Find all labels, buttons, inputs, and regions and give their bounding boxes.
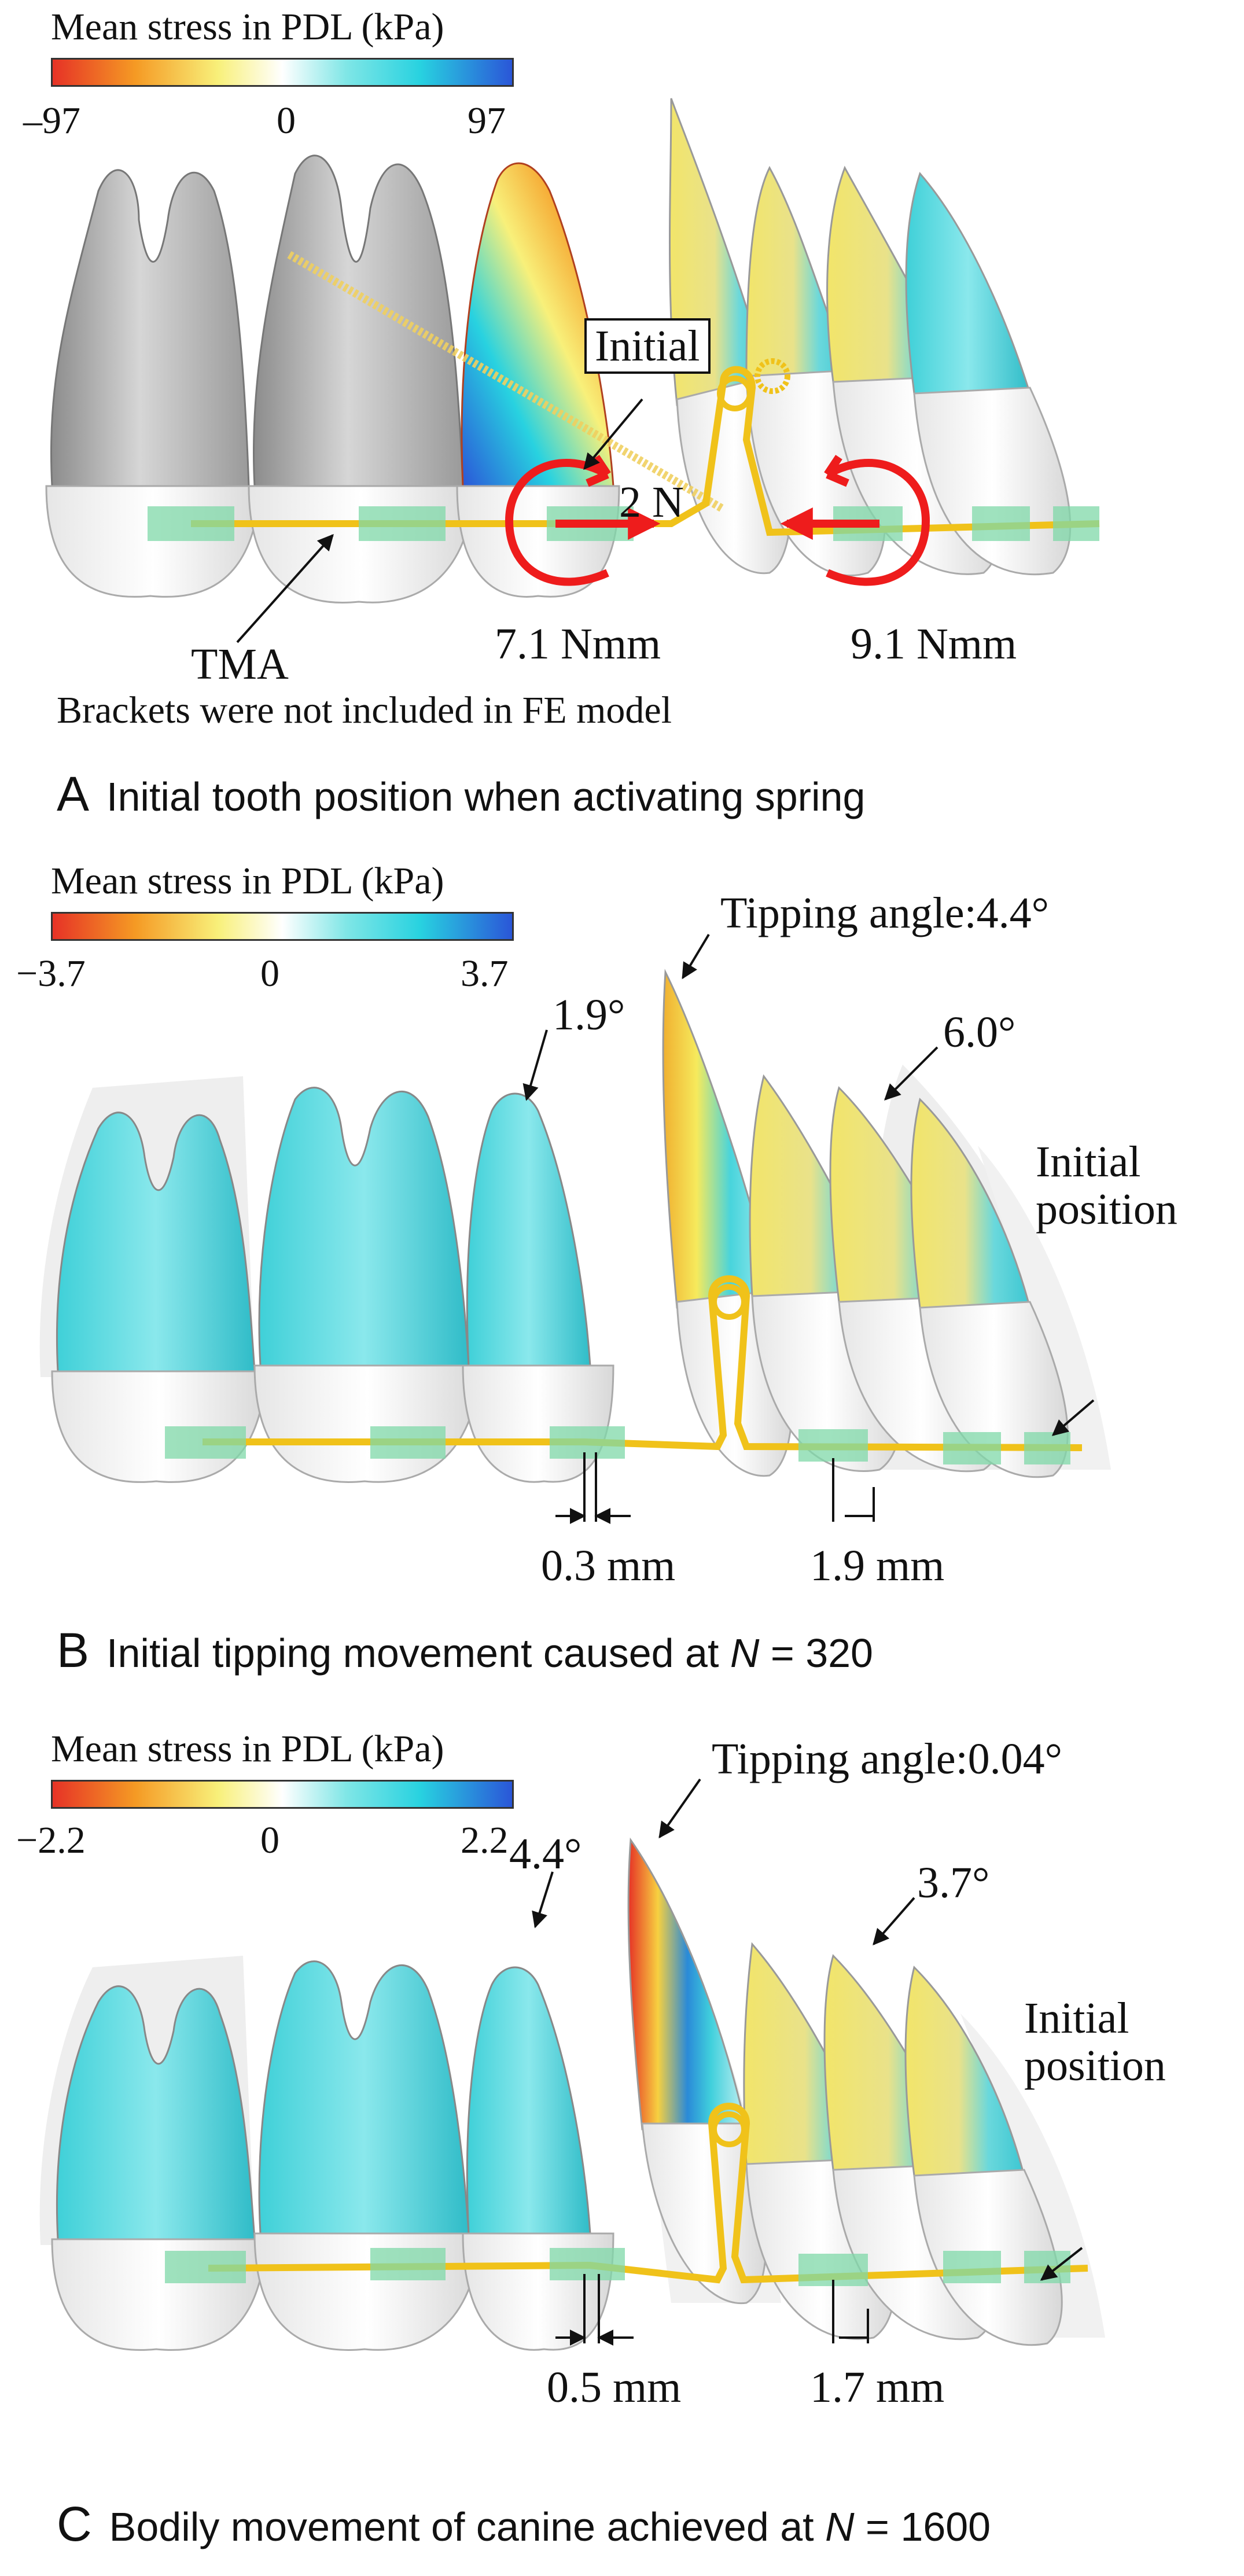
panel-b-caption-value: = 320 bbox=[759, 1631, 873, 1676]
spring-loop bbox=[717, 376, 753, 411]
bracket bbox=[1024, 1432, 1070, 1464]
colorbar-zero: 0 bbox=[260, 1819, 279, 1861]
moment-arrowhead-right bbox=[824, 455, 849, 487]
panel-a-caption: A Initial tooth position when activating … bbox=[57, 770, 865, 818]
spring-loop bbox=[711, 2111, 747, 2147]
bracket bbox=[550, 1426, 625, 1459]
angle-left-leader bbox=[522, 1029, 548, 1101]
model-note: Brackets were not included in FE model bbox=[57, 689, 672, 731]
initial-position-leader bbox=[1051, 1399, 1095, 1436]
panel-a-letter: A bbox=[57, 767, 90, 821]
panel-b-illustration bbox=[39, 933, 1111, 1524]
panel-c-caption: C Bodily movement of canine achieved at N… bbox=[57, 2500, 991, 2548]
colorbar-max: 97 bbox=[468, 100, 506, 142]
angle-right-leader bbox=[873, 1897, 915, 1946]
colorbar-max: 3.7 bbox=[461, 952, 509, 995]
spring-loop-initial bbox=[755, 358, 790, 394]
premolar-c bbox=[462, 1966, 614, 2351]
bracket bbox=[359, 506, 446, 541]
spring-loop bbox=[711, 1284, 747, 1320]
colorbar bbox=[51, 1780, 514, 1809]
premolar-b bbox=[462, 1092, 614, 1483]
panel-b-caption-prefix: Initial tipping movement caused at bbox=[106, 1631, 730, 1676]
panel-c: Mean stress in PDL (kPa) −2.2 0 2.2 Tipp… bbox=[0, 1724, 1244, 2576]
bracket bbox=[165, 1426, 246, 1459]
colorbar-title: Mean stress in PDL (kPa) bbox=[51, 1728, 444, 1770]
angle-right-label: 3.7° bbox=[917, 1859, 990, 1907]
bracket bbox=[148, 506, 234, 541]
initial-leader bbox=[583, 398, 643, 470]
angle-right-leader bbox=[884, 1046, 938, 1101]
moment-left-label: 7.1 Nmm bbox=[495, 620, 661, 668]
colorbar-title: Mean stress in PDL (kPa) bbox=[51, 860, 444, 902]
colorbar-min: −2.2 bbox=[16, 1819, 86, 1861]
colorbar-zero: 0 bbox=[260, 952, 279, 995]
moment-arc-right bbox=[825, 459, 930, 586]
tip-leader bbox=[682, 933, 710, 980]
panel-b-letter: B bbox=[57, 1623, 90, 1677]
initial-position-label-line1: Initial bbox=[1036, 1138, 1141, 1186]
bracket bbox=[1024, 2251, 1070, 2283]
colorbar-zero: 0 bbox=[277, 100, 296, 142]
angle-left-label: 4.4° bbox=[509, 1830, 582, 1878]
molar-b-1 bbox=[51, 1112, 267, 1483]
initial-position-label-line1: Initial bbox=[1024, 1994, 1129, 2043]
panel-b-caption-var: N bbox=[730, 1631, 760, 1676]
bracket bbox=[943, 2251, 1001, 2283]
colorbar-title: Mean stress in PDL (kPa) bbox=[51, 6, 444, 48]
initial-spring-arm bbox=[287, 251, 726, 513]
bracket bbox=[165, 2251, 246, 2283]
tma-wire bbox=[203, 1275, 1083, 1451]
angle-left-label: 1.9° bbox=[553, 991, 625, 1039]
molar-c-2 bbox=[253, 1960, 481, 2351]
molar-b-2 bbox=[253, 1087, 481, 1483]
wire-label: TMA bbox=[191, 640, 289, 689]
initial-position-leader bbox=[1040, 2247, 1083, 2281]
displacement-left-label: 0.5 mm bbox=[547, 2363, 682, 2412]
bracket bbox=[943, 1432, 1001, 1464]
panel-a-illustration bbox=[45, 98, 1100, 643]
tipping-angle-label: Tipping angle:4.4° bbox=[720, 889, 1050, 937]
bracket bbox=[550, 2248, 625, 2280]
molar-1 bbox=[45, 169, 262, 598]
angle-left-leader bbox=[532, 1871, 554, 1929]
displacement-right-label: 1.7 mm bbox=[810, 2363, 945, 2412]
panel-a-caption-text: Initial tooth position when activating s… bbox=[106, 774, 866, 819]
tma-wire bbox=[208, 2103, 1088, 2284]
panel-b-caption: B Initial tipping movement caused at N = … bbox=[57, 1626, 873, 1675]
initial-position-label-line2: position bbox=[1024, 2041, 1166, 2090]
panel-c-caption-value: = 1600 bbox=[854, 2504, 991, 2549]
bracket bbox=[1053, 506, 1099, 541]
panel-b: Mean stress in PDL (kPa) −3.7 0 3.7 Tipp… bbox=[0, 856, 1244, 1713]
tipping-angle-label: Tipping angle:0.04° bbox=[712, 1735, 1063, 1783]
colorbar-min: −3.7 bbox=[16, 952, 86, 995]
colorbar bbox=[51, 58, 514, 87]
moment-arc-left bbox=[505, 459, 610, 586]
molar-c-1 bbox=[51, 1985, 267, 2351]
colorbar bbox=[51, 912, 514, 941]
force-label: 2 N bbox=[619, 478, 684, 527]
panel-a: Mean stress in PDL (kPa) –97 0 97 Initia… bbox=[0, 0, 1244, 833]
colorbar-max: 2.2 bbox=[461, 1819, 509, 1861]
bracket bbox=[972, 506, 1030, 541]
bracket bbox=[370, 1426, 446, 1459]
panel-c-letter: C bbox=[57, 2497, 92, 2551]
displacement-left-label: 0.3 mm bbox=[541, 1541, 676, 1590]
initial-position-label-line2: position bbox=[1036, 1185, 1177, 1234]
panel-c-caption-prefix: Bodily movement of canine achieved at bbox=[109, 2504, 826, 2549]
colorbar-min: –97 bbox=[23, 100, 80, 142]
tip-leader bbox=[658, 1778, 701, 1839]
panel-c-caption-var: N bbox=[825, 2504, 855, 2549]
bracket bbox=[798, 1429, 868, 1462]
displacement-right-label: 1.9 mm bbox=[810, 1541, 945, 1590]
moment-right-label: 9.1 Nmm bbox=[851, 620, 1017, 668]
initial-label: Initial bbox=[584, 318, 711, 374]
angle-right-label: 6.0° bbox=[943, 1008, 1016, 1057]
bracket bbox=[370, 2248, 446, 2280]
panel-c-illustration bbox=[39, 1778, 1105, 2351]
tma-leader bbox=[236, 533, 334, 643]
